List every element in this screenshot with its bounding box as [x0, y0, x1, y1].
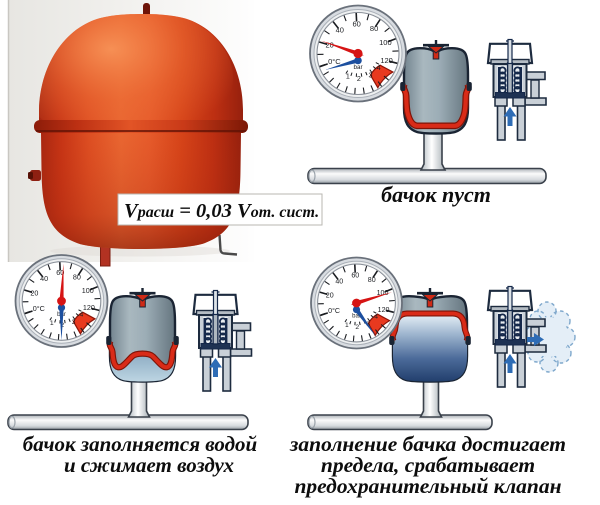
svg-text:100: 100 [379, 38, 392, 47]
svg-text:40: 40 [40, 274, 48, 283]
svg-text:0°C: 0°C [33, 304, 45, 313]
svg-text:20: 20 [30, 288, 38, 297]
svg-text:4: 4 [377, 64, 381, 72]
svg-text:3: 3 [369, 72, 373, 80]
svg-text:Vрасш = 0,03 Vот. сист.: Vрасш = 0,03 Vот. сист. [124, 200, 319, 222]
svg-text:1: 1 [346, 73, 350, 81]
svg-text:80: 80 [370, 24, 378, 33]
svg-text:2: 2 [357, 75, 361, 83]
svg-text:1: 1 [50, 320, 54, 327]
svg-text:2: 2 [355, 324, 359, 331]
svg-text:и сжимает воздух: и сжимает воздух [64, 453, 234, 477]
svg-text:120: 120 [378, 306, 390, 314]
svg-text:40: 40 [335, 277, 343, 285]
svg-text:120: 120 [380, 56, 393, 65]
svg-text:60: 60 [353, 19, 361, 28]
svg-text:40: 40 [336, 26, 344, 35]
svg-text:предохранительный клапан: предохранительный клапан [294, 474, 561, 498]
svg-text:1: 1 [345, 322, 349, 329]
svg-text:0°C: 0°C [328, 57, 341, 66]
svg-text:бачок пуст: бачок пуст [381, 182, 491, 207]
svg-text:60: 60 [351, 272, 359, 280]
svg-text:20: 20 [326, 292, 334, 300]
svg-text:100: 100 [82, 286, 94, 295]
svg-text:bar: bar [353, 64, 362, 71]
svg-text:4: 4 [374, 314, 378, 321]
svg-text:3: 3 [72, 319, 76, 326]
svg-text:4: 4 [80, 312, 84, 319]
svg-text:120: 120 [83, 303, 95, 312]
svg-text:0°C: 0°C [328, 307, 340, 315]
svg-text:80: 80 [73, 273, 81, 282]
svg-text:80: 80 [368, 276, 376, 284]
